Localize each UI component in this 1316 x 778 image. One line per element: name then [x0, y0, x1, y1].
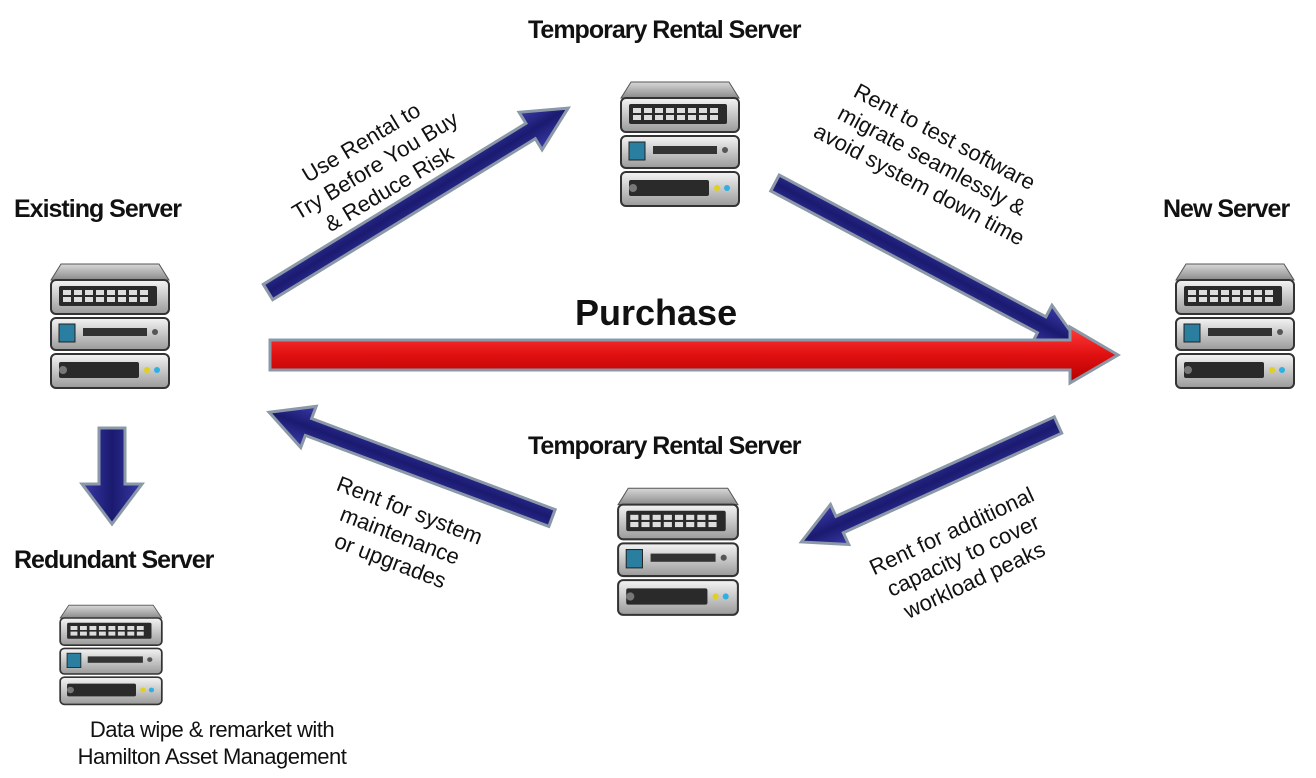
remarket-footnote: Data wipe & remarket with Hamilton Asset… — [22, 716, 402, 770]
bottom-rental-server-label: Temporary Rental Server — [528, 432, 801, 460]
purchase-label: Purchase — [575, 292, 738, 333]
top-rental-server-label: Temporary Rental Server — [528, 16, 801, 44]
arrow-down-redundant — [79, 426, 145, 527]
footnote-line: Hamilton Asset Management — [77, 744, 347, 769]
server-icon — [612, 474, 744, 622]
existing-server-label: Existing Server — [14, 195, 182, 223]
footnote-line: Data wipe & remarket with — [89, 717, 335, 742]
server-icon — [45, 250, 175, 395]
server-icon — [1170, 250, 1300, 395]
redundant-server-label: Redundant Server — [14, 546, 214, 574]
arrow-purchase — [268, 324, 1121, 386]
new-server-label: New Server — [1163, 195, 1290, 223]
arrow-capacity — [798, 414, 1064, 547]
arrow-try-before-buy — [261, 106, 571, 302]
arrow-maintenance — [266, 404, 558, 529]
server-icon — [55, 594, 167, 710]
server-icon — [615, 68, 745, 213]
